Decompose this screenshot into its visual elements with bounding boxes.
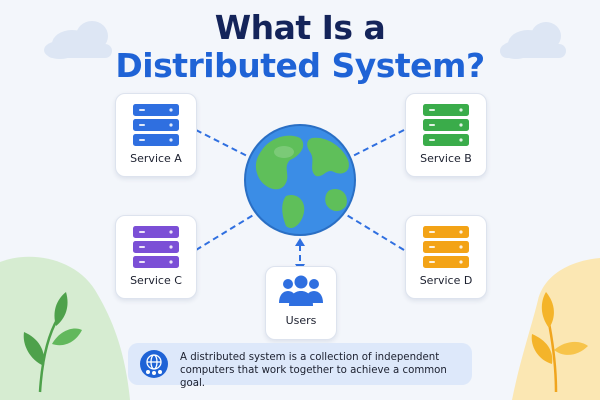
arrow-up-icon — [295, 238, 305, 246]
server-icon — [423, 226, 469, 268]
server-icon — [133, 226, 179, 268]
service-a-card[interactable]: Service A — [115, 93, 197, 177]
service-c-card[interactable]: Service C — [115, 215, 197, 299]
service-a-label: Service A — [130, 152, 182, 165]
yellow-blob — [512, 258, 600, 400]
server-icon — [133, 104, 179, 146]
globe-icon — [244, 124, 356, 236]
users-icon — [279, 275, 323, 306]
service-d-card[interactable]: Service D — [405, 215, 487, 299]
leaf-icon — [23, 292, 82, 393]
users-label: Users — [285, 314, 317, 327]
network-info-icon — [140, 350, 168, 378]
info-caption-box: A distributed system is a collection of … — [128, 343, 472, 389]
cloud-icon — [44, 21, 112, 59]
connector-service-a — [195, 129, 256, 161]
service-d-label: Service D — [419, 274, 473, 287]
service-c-label: Service C — [130, 274, 182, 287]
info-caption-text: A distributed system is a collection of … — [180, 352, 447, 389]
service-b-card[interactable]: Service B — [405, 93, 487, 177]
page-title: What Is a — [214, 8, 386, 47]
users-card[interactable]: Users — [265, 266, 337, 340]
connector-service-b — [344, 129, 405, 161]
leaf-icon — [531, 292, 588, 393]
service-b-label: Service B — [420, 152, 472, 165]
connector-service-d — [344, 213, 405, 251]
page-subtitle: Distributed System? — [115, 46, 485, 85]
green-blob — [0, 256, 130, 400]
cloud-icon — [500, 22, 566, 59]
connector-service-c — [195, 213, 256, 251]
server-icon — [423, 104, 469, 146]
